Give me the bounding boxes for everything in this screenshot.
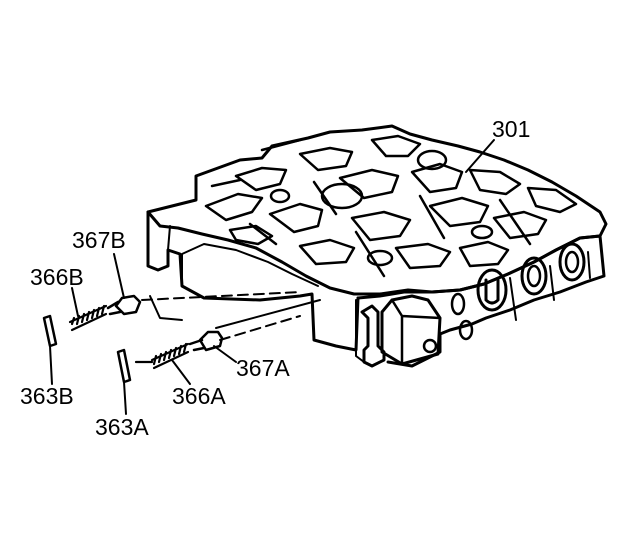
callout-366a: 366A: [172, 383, 226, 409]
leader-363a: [123, 381, 127, 415]
leader-301: [465, 139, 495, 173]
leader-367a: [213, 345, 237, 363]
leader-366b: [71, 287, 79, 317]
valve-body-passages: [204, 134, 578, 278]
solenoid-block: [380, 294, 442, 366]
assembly-lines: [141, 291, 321, 341]
leader-366a: [171, 359, 191, 385]
callout-366b: 366B: [30, 264, 84, 290]
callout-363b: 363B: [20, 383, 74, 409]
leader-363b: [49, 345, 53, 385]
callout-363a: 363A: [95, 414, 149, 440]
callout-367b: 367B: [72, 227, 126, 253]
callout-301: 301: [492, 116, 531, 142]
valve-body-top-outline: [146, 124, 608, 296]
spring-366b: [68, 304, 108, 332]
spring-366a: [134, 342, 190, 370]
plug-367a: [188, 330, 224, 352]
valve-body-right-face: [356, 234, 606, 368]
valve-body-left-face: [146, 210, 360, 352]
pin-363a: [116, 348, 132, 384]
callout-367a: 367A: [236, 355, 290, 381]
valve-bores: [450, 242, 591, 341]
pin-363b: [42, 314, 58, 348]
callout-leaders: [49, 139, 495, 415]
plug-367b: [106, 294, 142, 316]
leader-367b: [113, 253, 125, 299]
valve-body-casting: [146, 124, 608, 368]
